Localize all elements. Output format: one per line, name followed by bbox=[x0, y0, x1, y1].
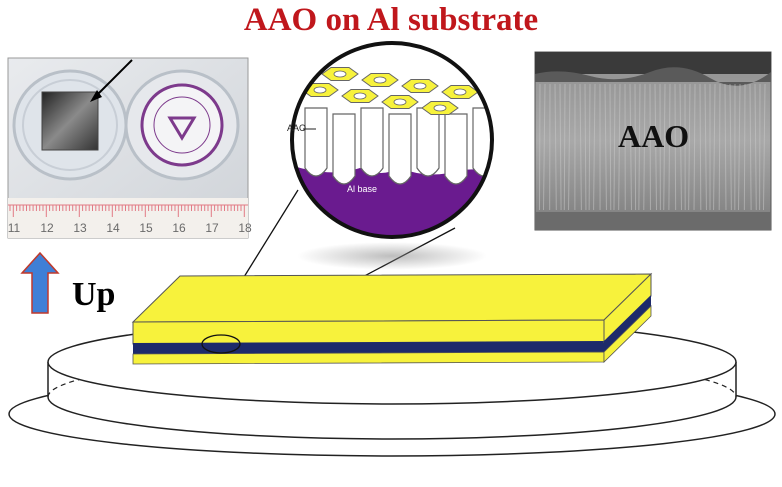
ruler-tick-label: 17 bbox=[205, 221, 219, 235]
aao-pore bbox=[304, 107, 328, 177]
sample-photo bbox=[7, 57, 249, 239]
aao-pore bbox=[444, 113, 468, 185]
up-label: Up bbox=[72, 276, 116, 313]
pointer-arrow-icon bbox=[90, 90, 102, 102]
ruler-tick-label: 18 bbox=[238, 221, 252, 235]
aao-pore bbox=[388, 113, 412, 185]
magnified-inset bbox=[290, 41, 494, 239]
aao-pore bbox=[416, 107, 440, 177]
aao-pore bbox=[332, 113, 356, 185]
page-title: AAO on Al substrate bbox=[243, 2, 539, 38]
ruler-tick-label: 15 bbox=[139, 221, 153, 235]
zoom-spot bbox=[201, 334, 241, 354]
sample-shadow bbox=[297, 242, 487, 270]
aao-al-slab bbox=[131, 272, 653, 365]
ruler-tick-label: 16 bbox=[172, 221, 186, 235]
aao-pore bbox=[360, 107, 384, 177]
ruler-tick-label: 12 bbox=[40, 221, 54, 235]
inset-aao-label: AAO bbox=[287, 123, 307, 133]
ruler-tick-label: 11 bbox=[8, 221, 21, 235]
aao-sample bbox=[41, 91, 99, 151]
ruler-tick-label: 14 bbox=[106, 221, 120, 235]
ruler-tick-label: 13 bbox=[73, 221, 87, 235]
sem-image bbox=[534, 51, 772, 231]
inset-base-label: Al base bbox=[347, 184, 378, 194]
sem-aao-label: AAO bbox=[618, 118, 690, 154]
up-arrow-icon bbox=[20, 251, 60, 314]
